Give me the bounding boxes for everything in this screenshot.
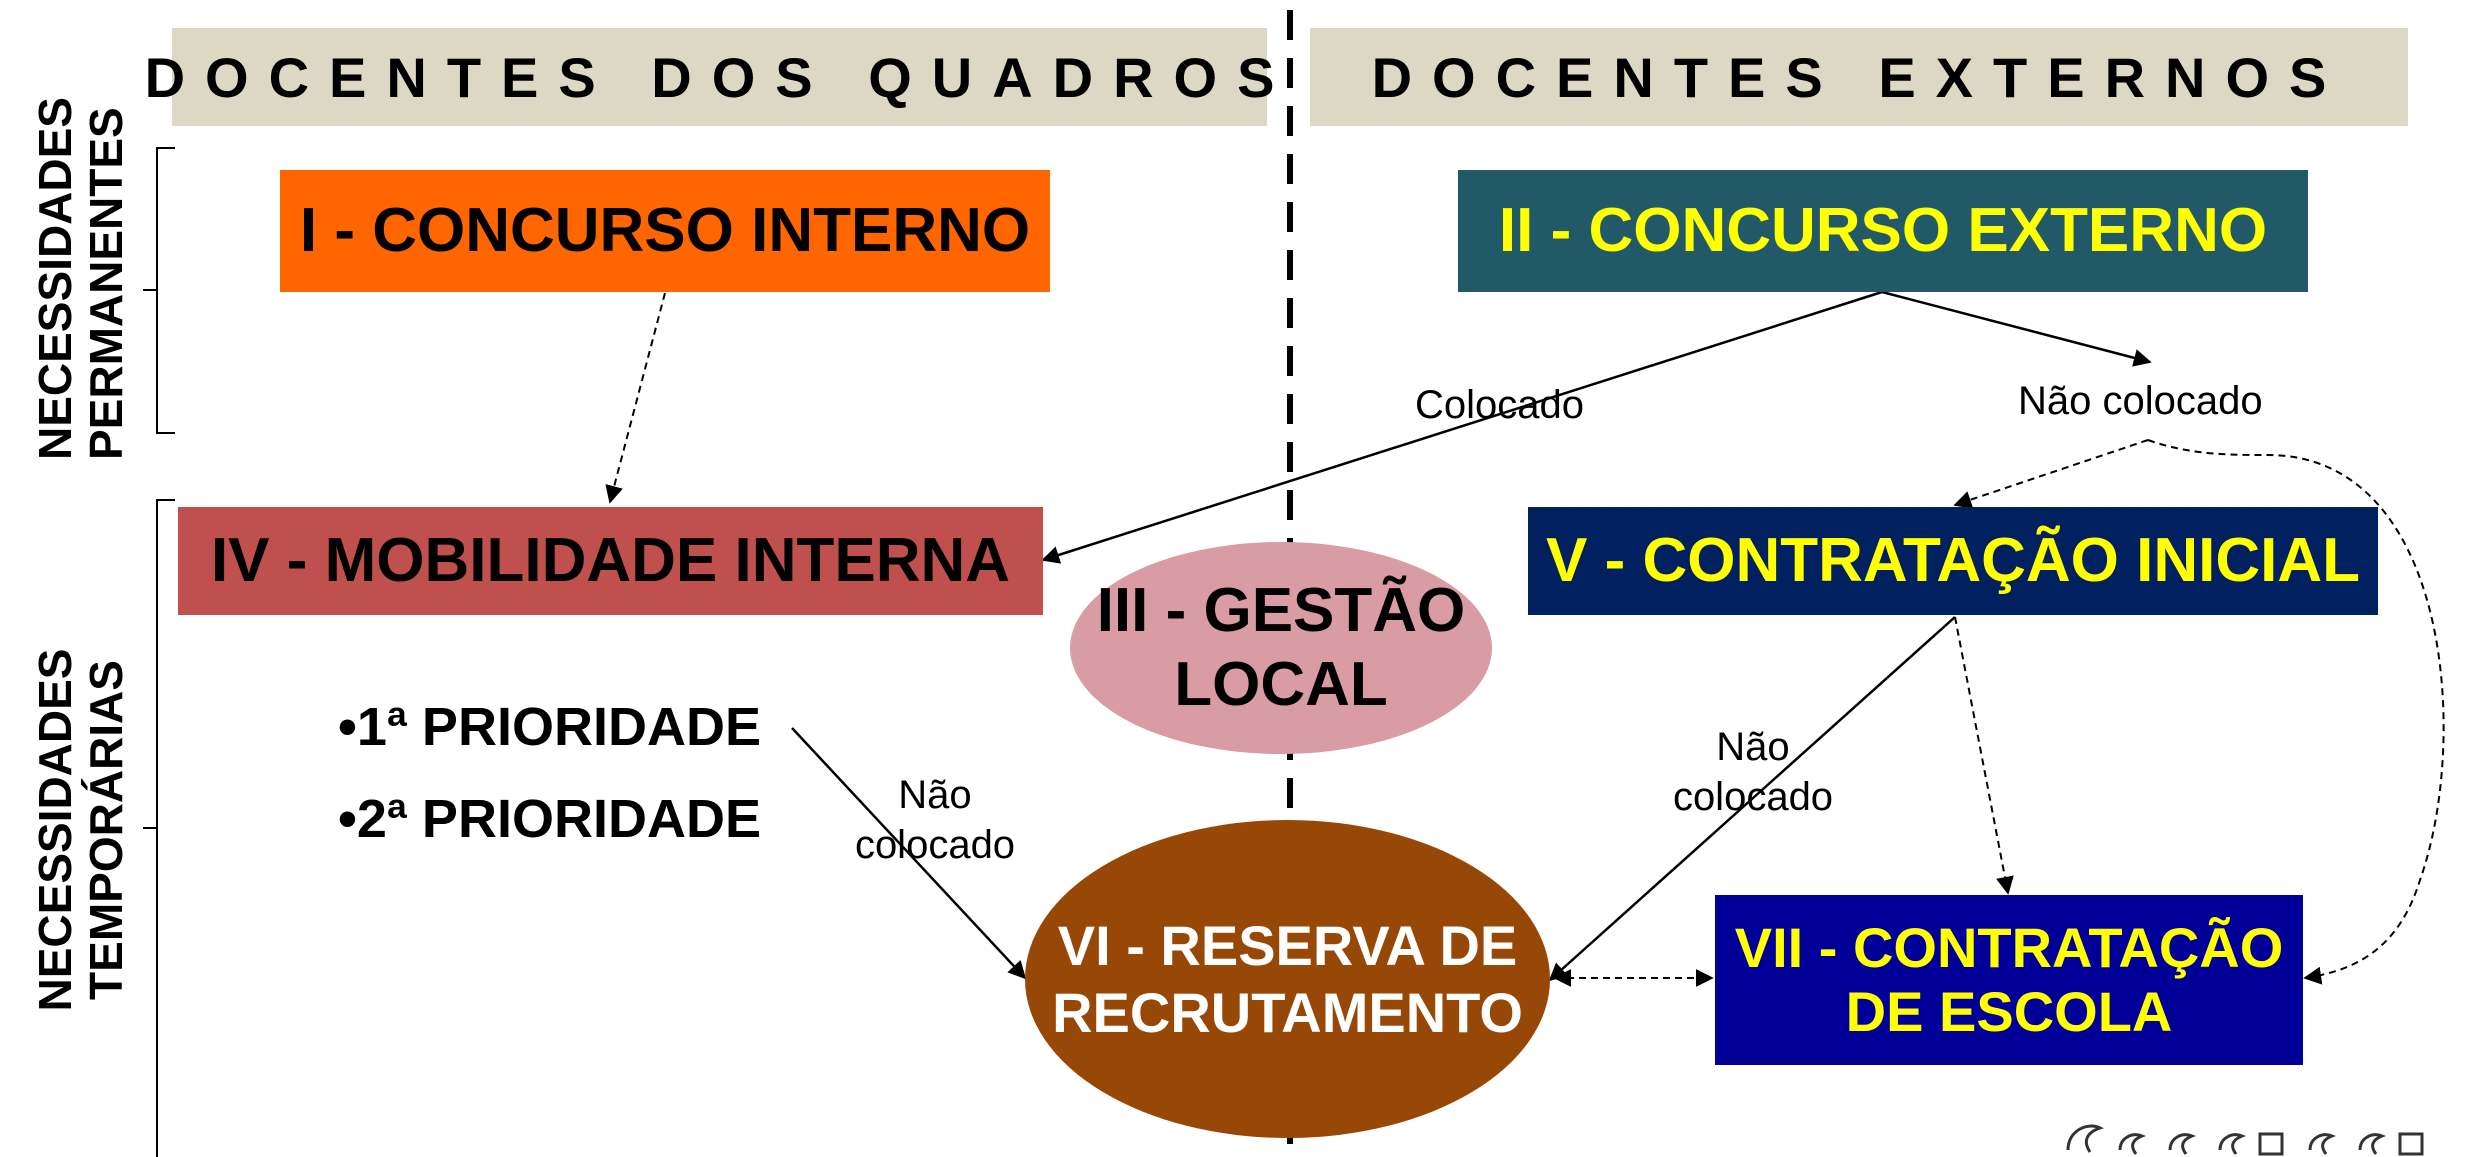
ellipse-reserva-recrutamento: VI - RESERVA DE RECRUTAMENTO bbox=[1025, 820, 1550, 1138]
box-contratacao-de-escola: VII - CONTRATAÇÃO DE ESCOLA bbox=[1715, 895, 2303, 1065]
header-docentes-externos: DOCENTES EXTERNOS bbox=[1310, 28, 2408, 126]
box-mobilidade-interna: IV - MOBILIDADE INTERNA bbox=[178, 507, 1043, 615]
box-contratacao-escola-line1: VII - CONTRATAÇÃO bbox=[1734, 915, 2284, 979]
box-concurso-interno: I - CONCURSO INTERNO bbox=[280, 170, 1050, 292]
label-nao-colocado-right: Não colocado bbox=[1663, 722, 1843, 822]
brace-permanentes bbox=[143, 147, 175, 434]
box-contratacao-inicial-label: V - CONTRATAÇÃO INICIAL bbox=[1546, 526, 2360, 596]
header-left-text: DOCENTES DOS QUADROS bbox=[144, 45, 1295, 109]
arrow-i-to-iv bbox=[605, 292, 666, 504]
logo-strip-icon bbox=[2066, 1124, 2424, 1156]
box-mobilidade-interna-label: IV - MOBILIDADE INTERNA bbox=[210, 526, 1011, 596]
label-nao-colocado-left-line1: Não bbox=[898, 773, 972, 817]
header-docentes-dos-quadros: DOCENTES DOS QUADROS bbox=[145, 28, 1274, 126]
ellipse-gestao-local: III - GESTÃO LOCAL bbox=[1070, 542, 1492, 754]
box-concurso-externo: II - CONCURSO EXTERNO bbox=[1458, 170, 2308, 292]
priority-1: •1ª PRIORIDADE bbox=[338, 697, 761, 757]
arrow-ii-to-iv bbox=[1041, 290, 1883, 564]
label-nao-colocado-left-line2: colocado bbox=[854, 823, 1016, 867]
label-nao-colocado-right-line1: Não bbox=[1716, 725, 1790, 769]
arrow-ii-to-nao-colocado bbox=[1881, 290, 2152, 367]
ellipse-gestao-local-line1: III - GESTÃO bbox=[1096, 575, 1466, 645]
arrow-nao-colocado-to-v bbox=[1953, 439, 2149, 509]
arrow-v-to-vii bbox=[1954, 616, 2014, 895]
ellipse-reserva-line1: VI - RESERVA DE bbox=[1057, 913, 1518, 977]
ellipse-reserva-line2: RECRUTAMENTO bbox=[1052, 981, 1523, 1044]
box-concurso-interno-label: I - CONCURSO INTERNO bbox=[299, 196, 1031, 266]
box-contratacao-escola-line2: DE ESCOLA bbox=[1845, 980, 2173, 1043]
arrow-nao-colocado-to-vii bbox=[2147, 439, 2445, 985]
priority-2: •2ª PRIORIDADE bbox=[338, 789, 761, 849]
label-nao-colocado-left: Não colocado bbox=[845, 770, 1025, 870]
box-concurso-externo-label: II - CONCURSO EXTERNO bbox=[1498, 196, 2268, 266]
label-nao-colocado-top: Não colocado bbox=[2018, 379, 2263, 423]
ellipse-gestao-local-line2: LOCAL bbox=[1174, 650, 1388, 719]
arrow-prioridade-to-vi bbox=[791, 727, 1027, 980]
brace-temporarias bbox=[143, 499, 175, 1157]
box-contratacao-inicial: V - CONTRATAÇÃO INICIAL bbox=[1528, 507, 2378, 615]
label-nao-colocado-right-line2: colocado bbox=[1672, 775, 1834, 819]
header-right-text: DOCENTES EXTERNOS bbox=[1371, 45, 2347, 109]
arrow-v-to-vi bbox=[1548, 616, 1956, 982]
label-colocado: Colocado bbox=[1415, 383, 1585, 427]
